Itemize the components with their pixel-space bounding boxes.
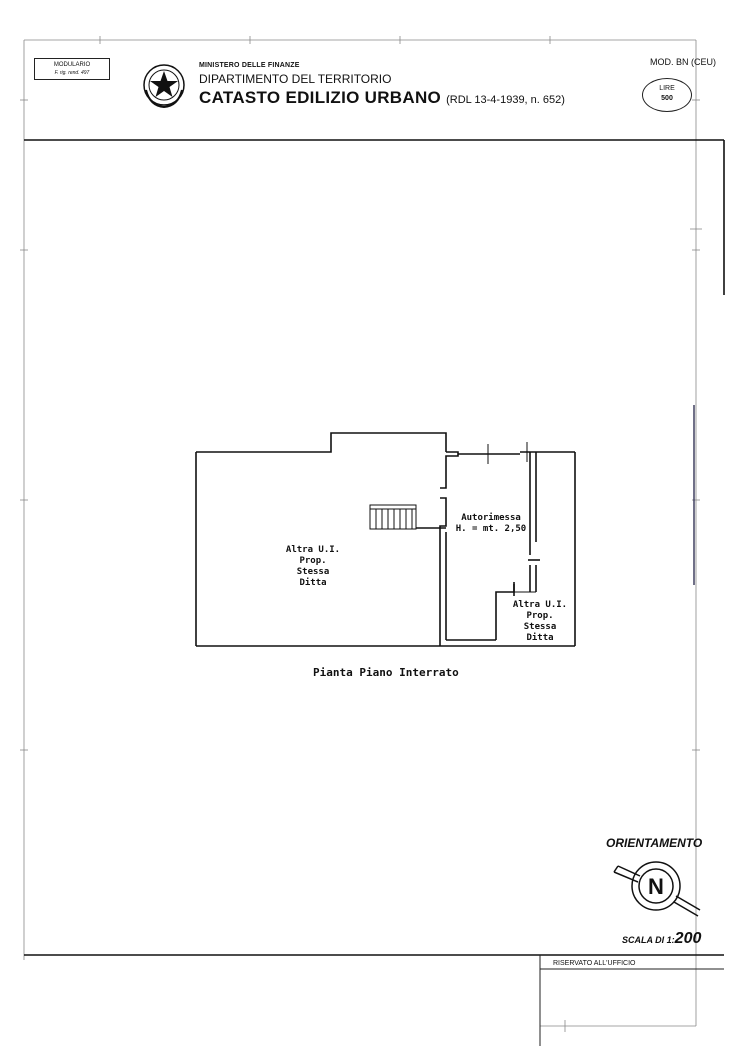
right-unit-line-4: Ditta	[526, 633, 554, 643]
right-unit-line-3: Stessa	[523, 622, 557, 632]
reserved-office-label: RISERVATO ALL'UFFICIO	[553, 960, 636, 967]
left-unit-line-1: Altra U.I.	[285, 545, 341, 555]
right-unit-label: Altra U.I. Prop. Stessa Ditta	[505, 600, 575, 644]
garage-line-1: Autorimessa	[461, 513, 521, 523]
model-code: MOD. BN (CEU)	[650, 57, 716, 67]
lire-label: LIRE	[659, 85, 675, 92]
right-unit-line-1: Altra U.I.	[512, 600, 568, 610]
law-reference: (RDL 13-4-1939, n. 652)	[446, 94, 565, 106]
scale-value: 200	[674, 930, 702, 947]
lire-value: 500	[661, 95, 673, 102]
scale-text: SCALA DI 1:	[622, 935, 675, 945]
registry-title: CATASTO EDILIZIO URBANO (RDL 13-4-1939, …	[199, 88, 565, 108]
garage-label: Autorimessa H. = mt. 2,50	[446, 513, 536, 535]
left-unit-line-4: Ditta	[299, 578, 327, 588]
ministry-name: MINISTERO DELLE FINANZE	[199, 62, 300, 69]
scale-label: SCALA DI 1:200	[622, 930, 701, 948]
plan-caption: Pianta Piano Interrato	[313, 666, 459, 679]
left-unit-line-3: Stessa	[296, 567, 330, 577]
left-unit-label: Altra U.I. Prop. Stessa Ditta	[278, 545, 348, 589]
department-name: DIPARTIMENTO DEL TERRITORIO	[199, 72, 392, 86]
north-compass-icon: N	[613, 861, 701, 917]
lire-stamp: LIRE 500	[642, 78, 692, 112]
north-letter: N	[648, 874, 664, 899]
stair-icon	[369, 504, 446, 530]
plan-outline	[196, 432, 447, 453]
right-unit-line-2: Prop.	[526, 611, 554, 621]
modulario-box: MODULARIO F. rig. rend. 497	[34, 58, 110, 80]
left-unit-line-2: Prop.	[299, 556, 327, 566]
modulario-label: MODULARIO	[53, 62, 91, 68]
modulario-ref: F. rig. rend. 497	[54, 70, 90, 76]
republic-emblem-icon	[143, 64, 185, 109]
registry-name: CATASTO EDILIZIO URBANO	[199, 88, 442, 107]
garage-line-2: H. = mt. 2,50	[455, 524, 527, 534]
orientation-label: ORIENTAMENTO	[606, 836, 703, 850]
